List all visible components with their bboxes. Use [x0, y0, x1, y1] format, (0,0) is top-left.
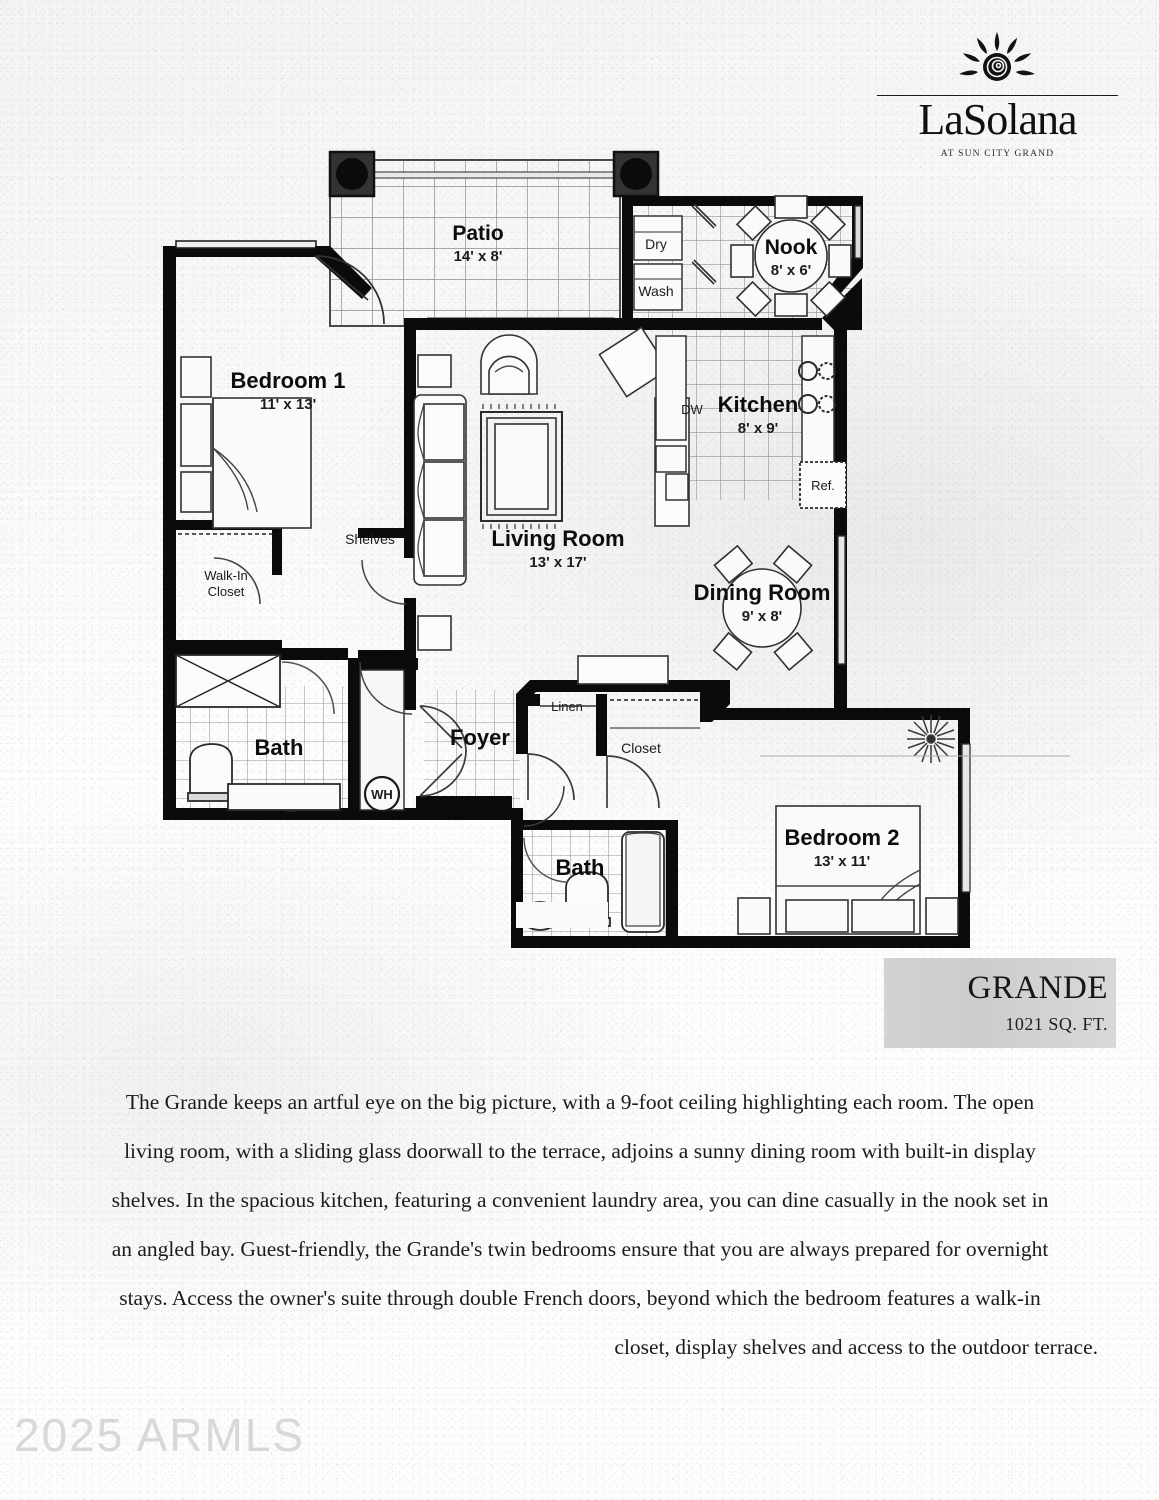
bedroom2-furniture — [737, 805, 959, 935]
plan-title: GRANDE — [967, 970, 1108, 1006]
room-label-living-room: Living Room — [491, 526, 624, 551]
room-labels: Patio 14' x 8' Bedroom 1 11' x 13' Nook … — [231, 222, 900, 880]
laundry-area — [633, 215, 683, 311]
room-label-foyer: Foyer — [450, 725, 510, 750]
bedroom1-door — [315, 255, 385, 325]
logo-tagline: AT SUN CITY GRAND — [940, 149, 1055, 159]
plan-annotations: Dry Wash DW Ref. Shelves Walk-In Closet … — [204, 236, 835, 802]
guest-bath-fixtures — [516, 831, 665, 933]
logo-wordmark: LaSolana — [918, 95, 1077, 144]
room-label-bath-guest: Bath — [556, 855, 605, 880]
walk-in-closet — [178, 533, 276, 605]
sun-spiral-icon — [959, 32, 1035, 81]
room-label-bath-master: Bath — [255, 735, 304, 760]
nook-table-and-chairs — [730, 195, 852, 318]
foyer-french-doors — [419, 705, 467, 797]
shelves-unit — [358, 528, 413, 715]
room-label-nook: Nook — [765, 236, 818, 259]
annotation-dishwasher: DW — [681, 402, 703, 417]
lasolana-logo: LaSolana AT SUN CITY GRAND — [875, 28, 1120, 159]
annotation-linen: Linen — [551, 699, 583, 714]
cooktop-burners — [798, 361, 836, 414]
room-dim-living-room: 13' x 17' — [529, 554, 586, 571]
plan-title-plate: GRANDE 1021 SQ. FT. — [884, 958, 1116, 1048]
closet-shelving — [540, 699, 700, 729]
water-heater — [359, 669, 405, 813]
room-dim-nook: 8' x 6' — [771, 262, 812, 279]
description-line: The Grande keeps an artful eye on the bi… — [125, 1090, 1035, 1114]
room-dim-bedroom2: 13' x 11' — [814, 853, 870, 870]
annotation-shelves: Shelves — [345, 531, 395, 547]
annotation-water-heater: WH — [371, 787, 393, 802]
plant-icon — [760, 715, 1070, 763]
sofa — [413, 394, 467, 586]
plan-description: The Grande keeps an artful eye on the bi… — [62, 1078, 1098, 1372]
coffee-table-rug — [480, 404, 563, 529]
room-label-bedroom1: Bedroom 1 — [231, 368, 346, 393]
annotation-dry: Dry — [645, 236, 667, 252]
room-dim-bedroom1: 11' x 13' — [260, 396, 316, 413]
room-label-dining-room: Dining Room — [694, 580, 831, 605]
laundry-doors — [691, 203, 717, 285]
room-label-kitchen: Kitchen — [718, 392, 799, 417]
hall-doors — [523, 753, 660, 827]
armchair — [480, 334, 538, 395]
patio-column-left — [328, 150, 376, 198]
description-line: closet, display shelves and access to th… — [614, 1335, 1098, 1359]
kitchen-fixtures — [655, 335, 847, 509]
bedroom1-furniture — [180, 356, 312, 529]
mls-watermark: 2025 ARMLS — [14, 1409, 306, 1461]
annotation-walk-in: Walk-In — [204, 568, 248, 583]
dining-table-and-chairs — [712, 544, 814, 671]
description-line: shelves. In the spacious kitchen, featur… — [111, 1188, 1049, 1212]
description-line: an angled bay. Guest-friendly, the Grand… — [111, 1237, 1049, 1261]
room-label-bedroom2: Bedroom 2 — [785, 825, 900, 850]
room-dim-kitchen: 8' x 9' — [738, 420, 779, 437]
living-room-furniture — [413, 326, 690, 685]
master-bath-fixtures — [175, 654, 341, 812]
description-line: living room, with a sliding glass doorwa… — [124, 1139, 1036, 1163]
annotation-refrigerator: Ref. — [811, 478, 835, 493]
annotation-closet: Closet — [621, 740, 661, 756]
description-line: stays. Access the owner's suite through … — [119, 1286, 1041, 1310]
room-label-patio: Patio — [452, 222, 503, 245]
logo-divider — [877, 95, 1118, 96]
room-dim-dining-room: 9' x 8' — [742, 608, 783, 625]
annotation-walk-in-closet: Closet — [208, 584, 245, 599]
annotation-wash: Wash — [638, 283, 673, 299]
patio-column-right — [612, 150, 660, 198]
plan-area: 1021 SQ. FT. — [1005, 1014, 1108, 1034]
room-dim-patio: 14' x 8' — [454, 248, 503, 265]
